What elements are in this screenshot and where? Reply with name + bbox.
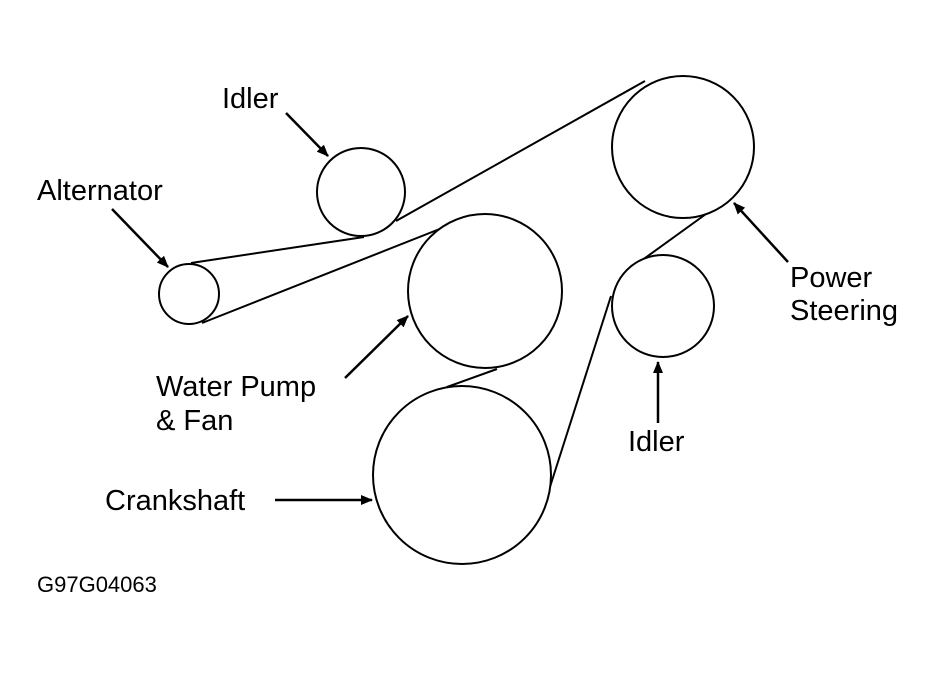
water-pump-arrow — [344, 315, 409, 379]
idler-bottom-pulley — [611, 254, 715, 358]
belt-idler-to-crankshaft — [548, 295, 612, 491]
idler-bottom-label: Idler — [628, 426, 685, 458]
alternator-pulley — [158, 263, 220, 325]
belt-alternator-to-idler — [190, 236, 365, 264]
power-steering-pulley — [611, 75, 755, 219]
water-pump-label-line1: Water Pump — [156, 371, 317, 403]
power-steering-arrow — [733, 202, 789, 263]
belt-crankshaft-to-water-pump — [446, 368, 498, 388]
idler-top-label: Idler — [222, 83, 279, 115]
alternator-arrow — [111, 208, 169, 268]
alternator-label: Alternator — [37, 175, 163, 207]
power-steering-label-line1: Power — [790, 262, 873, 294]
belt-water-pump-to-alternator — [201, 216, 471, 324]
crankshaft-label: Crankshaft — [105, 485, 246, 517]
water-pump-pulley — [407, 213, 563, 369]
serpentine-belt — [190, 80, 707, 491]
power-steering-label-line2: Steering — [790, 295, 899, 327]
water-pump-label: Water Pump & Fan — [156, 370, 316, 438]
power-steering-label: Power Steering — [790, 262, 898, 328]
idler-top-pulley — [316, 147, 406, 237]
belt-idler-to-power-steering — [395, 80, 646, 222]
crankshaft-pulley — [372, 385, 552, 565]
water-pump-label-line2: & Fan — [156, 405, 234, 437]
figure-code: G97G04063 — [37, 572, 157, 597]
idler-top-arrow — [285, 112, 329, 157]
